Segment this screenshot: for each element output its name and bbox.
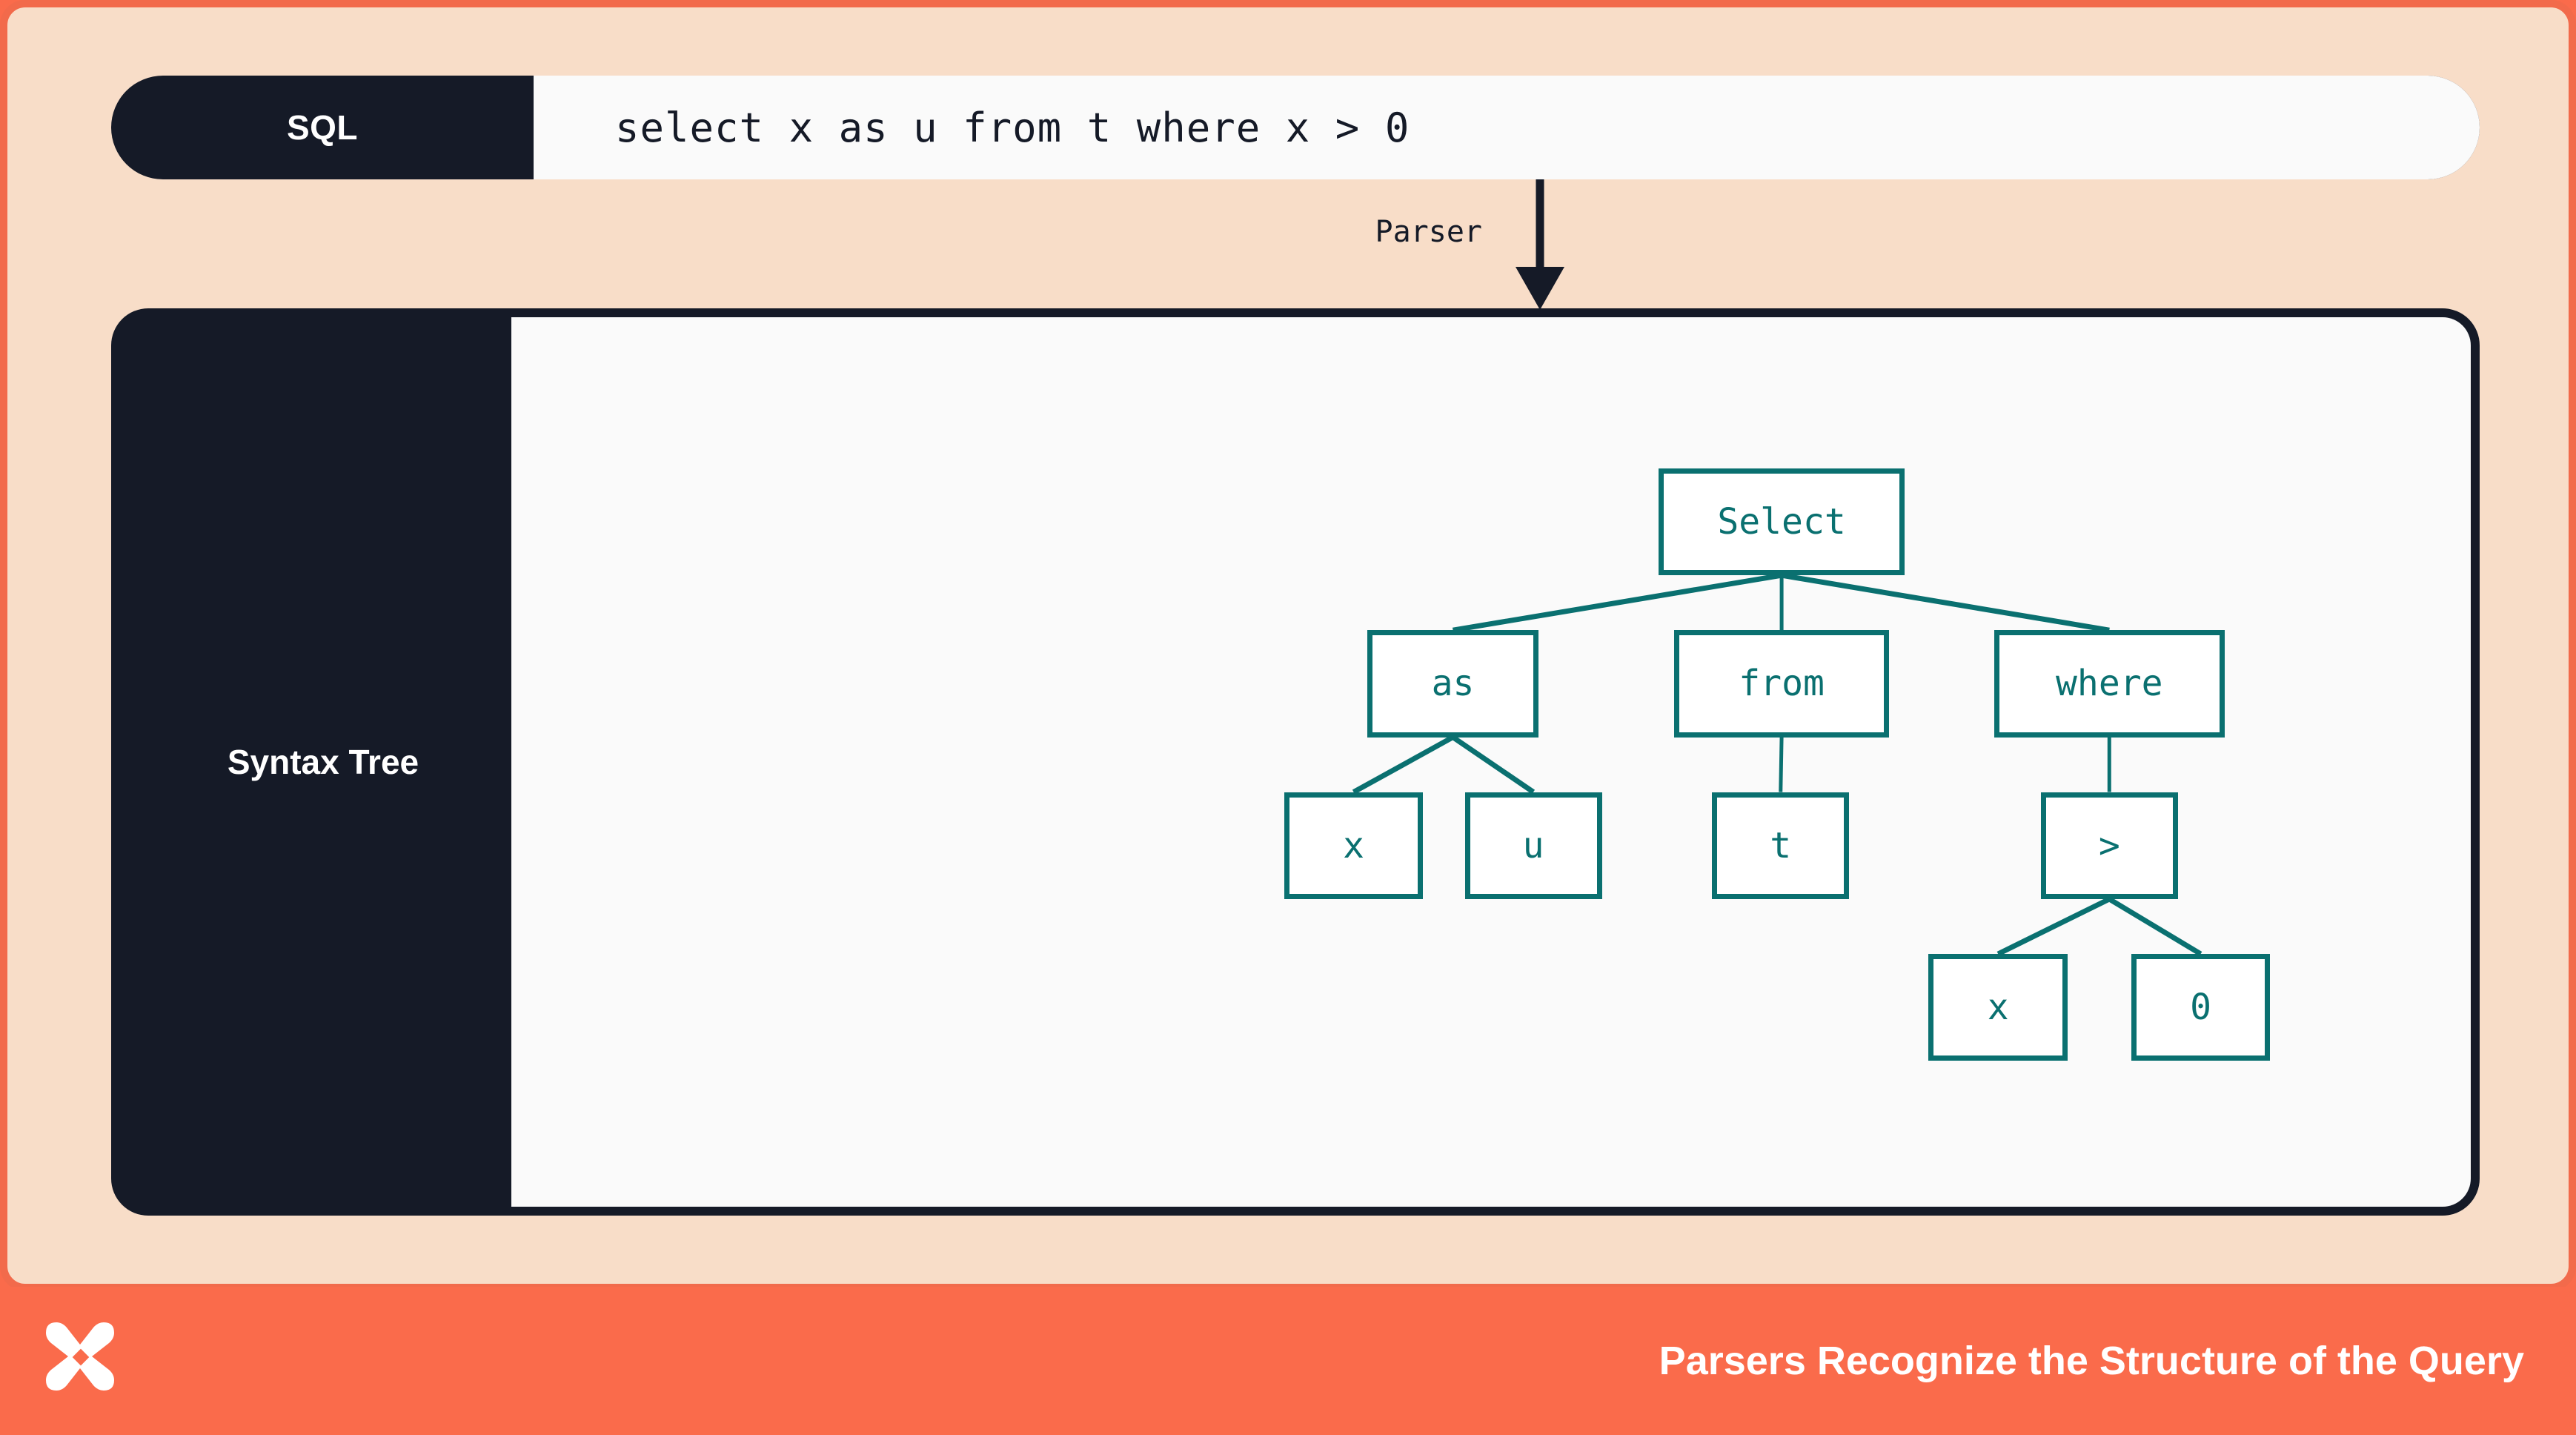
tree-edge-as-to-as-x bbox=[1352, 735, 1455, 795]
tree-node-label: where bbox=[2056, 663, 2163, 705]
sql-label-zone: SQL bbox=[111, 76, 534, 179]
tree-node-label: 0 bbox=[2190, 987, 2211, 1029]
tree-edge-gt-to-gt-0 bbox=[2108, 896, 2202, 956]
sql-query-field[interactable]: select x as u from t where x > 0 bbox=[534, 76, 2480, 179]
tree-node-as[interactable]: as bbox=[1367, 630, 1538, 738]
syntax-tree-label-zone: Syntax Tree bbox=[111, 308, 535, 1216]
sql-row: SQL select x as u from t where x > 0 bbox=[111, 76, 2480, 179]
tree-node-label: from bbox=[1739, 663, 1825, 705]
tree-node-from-t[interactable]: t bbox=[1712, 792, 1850, 899]
tree-node-as-u[interactable]: u bbox=[1464, 792, 1602, 899]
tree-node-as-x[interactable]: x bbox=[1284, 792, 1424, 899]
tree-node-gt-x[interactable]: x bbox=[1928, 953, 2068, 1061]
tree-node-gt[interactable]: > bbox=[2040, 792, 2178, 899]
tree-edge-select-to-as bbox=[1452, 572, 1782, 633]
syntax-tree-panel: Syntax Tree Select as from where x u t > x 0 bbox=[111, 308, 2480, 1216]
tree-edges bbox=[1352, 572, 2202, 957]
tree-node-label: x bbox=[1987, 987, 2009, 1029]
tree-node-label: as bbox=[1431, 663, 1475, 705]
tree-edge-from-to-from-t bbox=[1779, 737, 1784, 792]
tree-node-gt-0[interactable]: 0 bbox=[2131, 953, 2271, 1061]
sql-label: SQL bbox=[286, 108, 359, 147]
parser-transform: Parser bbox=[1267, 172, 1653, 313]
tree-node-label: t bbox=[1770, 824, 1792, 866]
tree-node-select[interactable]: Select bbox=[1658, 468, 1905, 576]
tree-node-from[interactable]: from bbox=[1674, 630, 1889, 738]
tree-edge-select-to-where bbox=[1781, 572, 2110, 633]
footer-bar: Parsers Recognize the Structure of the Q… bbox=[0, 1287, 2576, 1435]
syntax-tree-label: Syntax Tree bbox=[227, 743, 419, 781]
footer-caption: Parsers Recognize the Structure of the Q… bbox=[1659, 1339, 2524, 1383]
tree-node-label: x bbox=[1343, 824, 1364, 866]
tree-node-label: Select bbox=[1717, 500, 1846, 543]
tree-edge-gt-to-gt-x bbox=[1996, 896, 2111, 957]
tree-edge-as-to-as-u bbox=[1451, 735, 1536, 795]
parser-label: Parser bbox=[1375, 215, 1483, 249]
arrow-down-icon bbox=[1516, 172, 1564, 310]
x-mark-logo-icon bbox=[36, 1318, 125, 1407]
sql-query-text: select x as u from t where x > 0 bbox=[615, 104, 1410, 151]
content-card: SQL select x as u from t where x > 0 Par… bbox=[0, 0, 2576, 1291]
syntax-tree-canvas: Select as from where x u t > x 0 bbox=[511, 308, 2480, 1216]
tree-node-label: u bbox=[1522, 824, 1544, 866]
tree-node-label: > bbox=[2098, 824, 2120, 866]
tree-node-where[interactable]: where bbox=[1994, 630, 2225, 738]
